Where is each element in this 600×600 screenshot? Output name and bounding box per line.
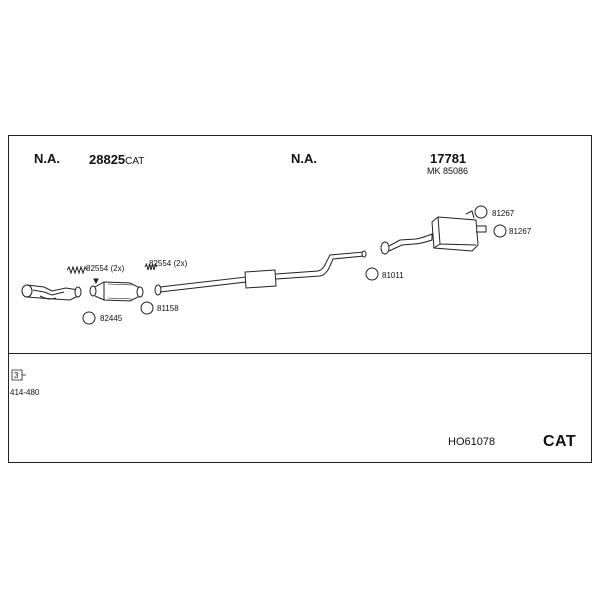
rear-mk-number: MK 85086 bbox=[427, 166, 469, 176]
front-part-number: 28825CAT bbox=[89, 152, 144, 168]
ring-81158-icon bbox=[140, 301, 154, 315]
na-left-label: N.A. bbox=[34, 151, 60, 166]
front-part-suffix: CAT bbox=[125, 156, 145, 167]
ring-81011-icon bbox=[365, 267, 379, 281]
na-right-label: N.A. bbox=[291, 151, 317, 166]
cat-label: CAT bbox=[543, 433, 577, 450]
reference-code: 414-480 bbox=[10, 388, 40, 397]
callout-spring-right: 82554 (2x) bbox=[149, 259, 188, 268]
callout-mount-top: 81267 bbox=[492, 209, 515, 218]
front-downpipe-part bbox=[21, 284, 82, 301]
footer-divider bbox=[8, 353, 592, 354]
mount-81267-top-icon bbox=[474, 205, 488, 219]
diagram-frame bbox=[8, 135, 592, 463]
callout-spring-left: 82554 (2x) bbox=[86, 264, 125, 273]
rear-part-number: 17781 bbox=[430, 151, 467, 166]
callout-mount-bottom: 81267 bbox=[509, 227, 532, 236]
mount-81267-bottom-icon bbox=[493, 224, 507, 238]
callout-ring-mid: 81158 bbox=[157, 304, 179, 313]
middle-pipe-part bbox=[154, 250, 367, 296]
front-part-id: 28825 bbox=[89, 152, 126, 167]
reference-number: 3 bbox=[14, 371, 19, 380]
reference-box-icon bbox=[11, 369, 26, 381]
spring-bolt-icon-left bbox=[66, 265, 88, 275]
ring-82445-icon bbox=[82, 311, 96, 325]
callout-ring-front: 82445 bbox=[100, 314, 123, 323]
rear-silencer-part bbox=[380, 210, 487, 255]
callout-ring-rear: 81011 bbox=[382, 271, 404, 280]
spring-bolt-icon-right bbox=[144, 262, 158, 271]
catalytic-converter-part bbox=[89, 278, 144, 302]
system-code: HO61078 bbox=[448, 436, 496, 448]
